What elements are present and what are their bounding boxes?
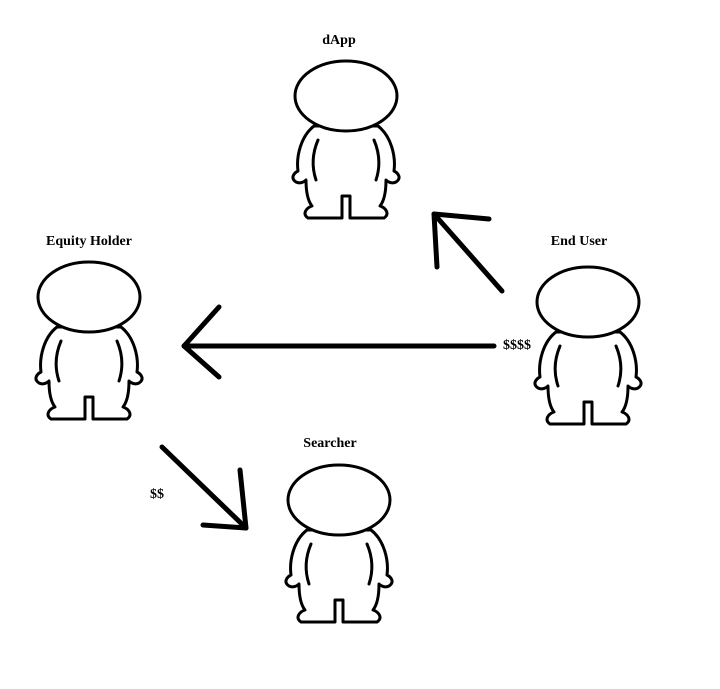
person-end-user: End User <box>533 234 643 426</box>
label-edge-dollars-small: $$ <box>150 487 164 502</box>
arrow-shaft-equity-holder-to-searcher <box>159 444 249 531</box>
label-edge-dollars-large: $$$$ <box>503 338 531 353</box>
arrow-head-end-user-to-dapp <box>431 211 492 270</box>
label-dapp: dApp <box>322 33 356 48</box>
arrow-end-user-to-dapp <box>431 211 505 294</box>
person-figure-searcher <box>284 463 394 624</box>
arrow-end-user-to-equity-holder: $$$$ <box>181 304 531 380</box>
label-searcher: Searcher <box>303 436 356 451</box>
person-figure-dapp <box>291 59 401 220</box>
person-figure-equity-holder <box>34 260 144 421</box>
arrow-head-end-user-to-equity-holder <box>181 304 222 380</box>
arrow-equity-holder-to-searcher: $$ <box>150 444 249 531</box>
person-searcher: Searcher <box>284 436 394 624</box>
label-end-user: End User <box>551 234 607 249</box>
person-equity-holder: Equity Holder <box>34 234 144 421</box>
person-dapp: dApp <box>291 33 401 220</box>
arrow-head-equity-holder-to-searcher <box>200 467 249 531</box>
person-figure-end-user <box>533 265 643 426</box>
arrow-shaft-end-user-to-dapp <box>431 211 505 294</box>
label-equity-holder: Equity Holder <box>46 234 132 249</box>
